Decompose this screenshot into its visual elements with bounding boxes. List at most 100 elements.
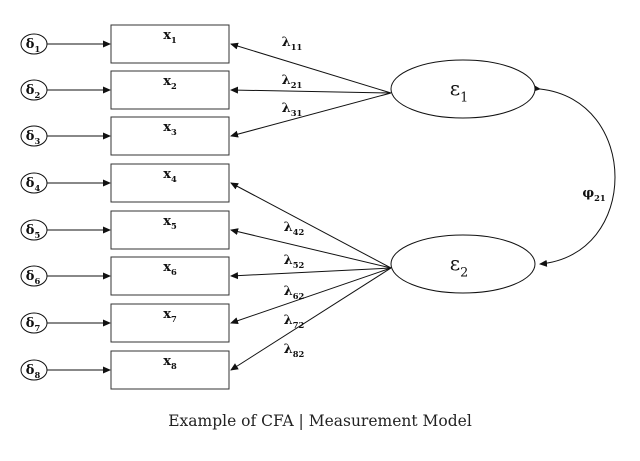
indicator-label-subscript: 1	[171, 35, 177, 45]
loading-label: λ21	[282, 73, 303, 90]
error-node	[20, 312, 48, 334]
loading-label-subscript: 72	[293, 320, 305, 330]
covariance-label: φ21	[582, 186, 605, 203]
loading-label: λ72	[284, 313, 305, 330]
indicator-label: x8	[163, 354, 177, 371]
indicator-label-symbol: x	[163, 28, 171, 43]
error-label-symbol: δ	[26, 176, 35, 191]
factor-label-symbol: ε	[450, 76, 460, 100]
error-label-symbol: δ	[26, 316, 35, 331]
factor-label-symbol: ε	[450, 251, 460, 275]
error-label-subscript: 7	[34, 323, 40, 333]
error-label: δ6	[26, 269, 41, 286]
loading-arrow	[230, 42, 392, 94]
indicator-box	[110, 350, 230, 390]
loading-arrow	[230, 267, 392, 325]
error-label: δ3	[26, 129, 41, 146]
error-label-symbol: δ	[26, 363, 35, 378]
error-label: δ5	[26, 223, 41, 240]
factor-node	[390, 59, 536, 119]
indicator-box	[110, 24, 230, 64]
loading-label-symbol: λ	[282, 73, 291, 88]
loading-arrow	[230, 267, 392, 280]
indicator-label-symbol: x	[163, 120, 171, 135]
indicator-label-subscript: 8	[171, 361, 177, 371]
loading-label-subscript: 42	[293, 227, 305, 237]
loading-label-subscript: 82	[293, 349, 305, 359]
error-label-subscript: 1	[34, 44, 40, 54]
factor-label-subscript: 1	[460, 90, 468, 105]
indicator-box	[110, 163, 230, 203]
error-label: δ8	[26, 363, 41, 380]
loading-label-symbol: λ	[284, 313, 293, 328]
indicator-box	[110, 210, 230, 250]
error-label: δ7	[26, 316, 41, 333]
indicator-label-subscript: 6	[171, 267, 177, 277]
error-node	[20, 125, 48, 147]
loading-label-symbol: λ	[284, 220, 293, 235]
error-label: δ2	[26, 83, 41, 100]
error-label-subscript: 3	[34, 136, 40, 146]
indicator-label: x4	[163, 167, 177, 184]
error-label-symbol: δ	[26, 269, 35, 284]
error-node	[20, 172, 48, 194]
error-label-symbol: δ	[26, 129, 35, 144]
error-label-symbol: δ	[26, 223, 35, 238]
loading-label-subscript: 52	[293, 260, 305, 270]
loading-label-subscript: 21	[291, 80, 303, 90]
indicator-label: x3	[163, 120, 177, 137]
indicator-label: x7	[163, 307, 177, 324]
error-label-subscript: 2	[34, 90, 40, 100]
factor-label: ε1	[450, 76, 469, 105]
indicator-label-subscript: 3	[171, 127, 177, 137]
loading-label: λ82	[284, 342, 305, 359]
error-label-symbol: δ	[26, 83, 35, 98]
edges-layer	[47, 40, 616, 374]
loading-arrow	[230, 92, 392, 138]
loading-label: λ62	[284, 284, 305, 301]
error-node	[20, 359, 48, 381]
loading-label-symbol: λ	[282, 101, 291, 116]
loading-label: λ42	[284, 220, 305, 237]
loading-label: λ11	[282, 35, 303, 52]
indicator-label-symbol: x	[163, 167, 171, 182]
indicator-label: x6	[163, 260, 177, 277]
indicator-box	[110, 70, 230, 110]
loading-label-symbol: λ	[284, 284, 293, 299]
loading-label-subscript: 31	[291, 108, 303, 118]
loading-label-symbol: λ	[284, 342, 293, 357]
covariance-label-symbol: φ	[582, 186, 594, 201]
loading-arrow	[230, 267, 392, 371]
indicator-label-subscript: 2	[171, 81, 177, 91]
error-label-symbol: δ	[26, 37, 35, 52]
indicator-label-subscript: 5	[171, 221, 177, 231]
error-label-subscript: 8	[34, 370, 40, 380]
error-node	[20, 219, 48, 241]
error-label-subscript: 4	[34, 183, 40, 193]
indicator-box	[110, 256, 230, 296]
factor-label-subscript: 2	[460, 265, 468, 280]
indicator-box	[110, 303, 230, 343]
error-node	[20, 265, 48, 287]
indicator-label: x2	[163, 74, 177, 91]
loading-label-symbol: λ	[282, 35, 291, 50]
loading-arrow	[230, 182, 392, 269]
factor-label: ε2	[450, 251, 469, 280]
loading-label-subscript: 11	[291, 42, 303, 52]
error-label: δ4	[26, 176, 41, 193]
loading-label-symbol: λ	[284, 253, 293, 268]
loading-arrow	[230, 86, 392, 94]
indicator-box	[110, 116, 230, 156]
error-label-subscript: 5	[34, 230, 40, 240]
indicator-label-subscript: 7	[171, 314, 177, 324]
indicator-label-symbol: x	[163, 354, 171, 369]
indicator-label-symbol: x	[163, 74, 171, 89]
indicator-label-subscript: 4	[171, 174, 177, 184]
error-label-subscript: 6	[34, 276, 40, 286]
diagram-caption: Example of CFA | Measurement Model	[168, 412, 472, 430]
indicator-label-symbol: x	[163, 307, 171, 322]
indicator-label: x1	[163, 28, 177, 45]
